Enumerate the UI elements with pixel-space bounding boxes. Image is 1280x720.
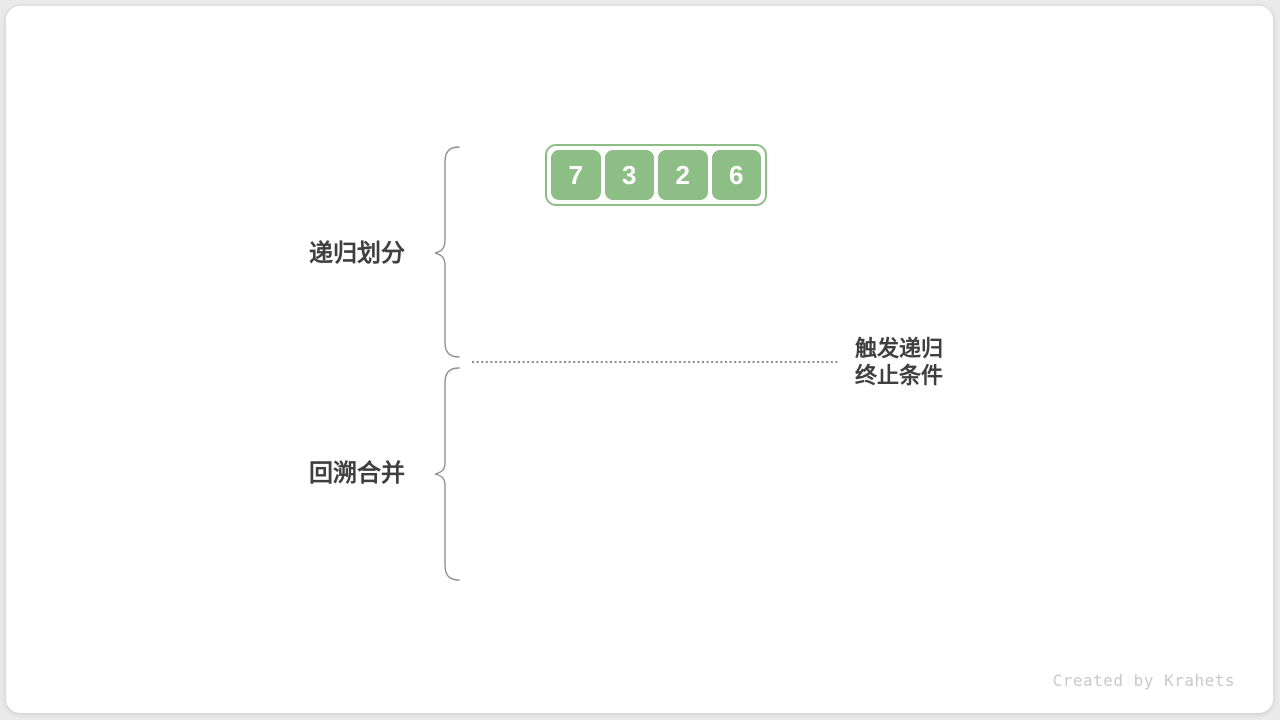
- array-cell: 3: [604, 150, 654, 200]
- label-termination: 触发递归 终止条件: [855, 335, 943, 389]
- credit-text: Created by Krahets: [1052, 671, 1235, 690]
- brace-upper: [434, 146, 460, 358]
- brace-lower: [434, 367, 460, 581]
- array-cell: 6: [711, 150, 761, 200]
- label-termination-line2: 终止条件: [855, 363, 944, 388]
- dotted-divider-line: [472, 361, 838, 363]
- array-cell: 7: [551, 150, 601, 200]
- label-termination-line1: 触发递归: [855, 336, 944, 361]
- label-recursive-divide: 递归划分: [309, 240, 405, 267]
- array-cell: 2: [658, 150, 708, 200]
- figure-card: 7 3 2 6 递归划分 回溯合并 触发递归 终止条件 Created by K…: [6, 6, 1273, 713]
- label-backtrack-merge: 回溯合并: [309, 460, 405, 487]
- array-container: 7 3 2 6: [545, 144, 767, 206]
